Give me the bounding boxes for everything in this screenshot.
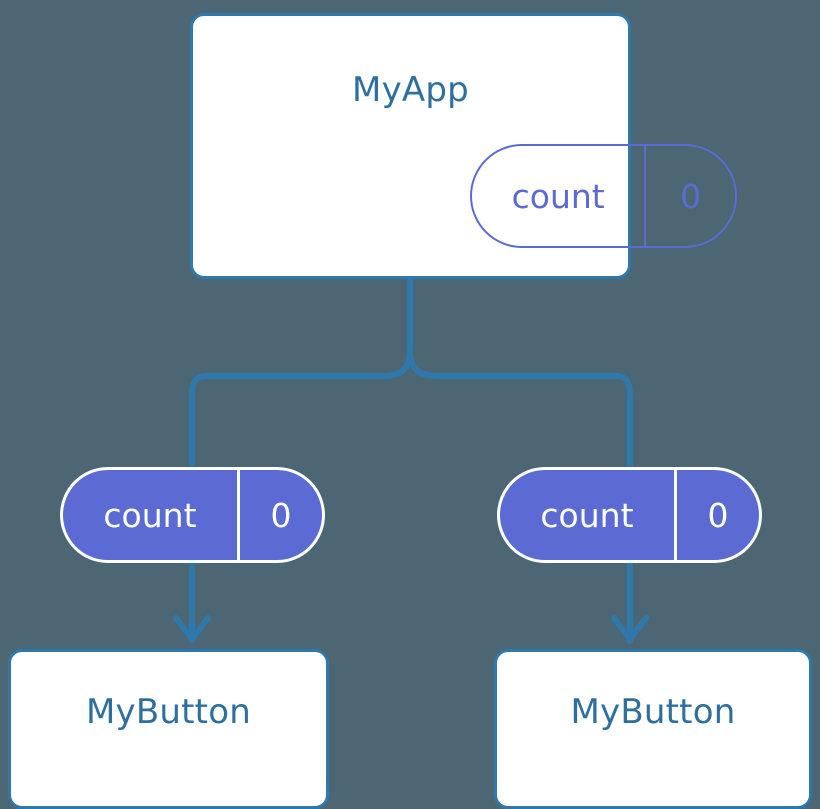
component-node-myapp[interactable]: MyApp count 0 <box>190 13 737 279</box>
edge-branch-left <box>189 347 413 473</box>
state-pill-left[interactable]: count 0 <box>60 467 325 563</box>
edge-branch-right <box>407 347 633 473</box>
arrowhead-left <box>173 615 211 642</box>
state-value-label: 0 <box>673 470 759 560</box>
component-title-mybutton: MyButton <box>86 692 251 732</box>
component-node-mybutton-left[interactable]: MyButton <box>8 649 329 809</box>
state-key-label: count <box>511 176 605 216</box>
state-key-label: count <box>103 495 197 535</box>
state-value-label: 0 <box>236 470 322 560</box>
component-title-myapp: MyApp <box>352 70 469 110</box>
state-value-label: 0 <box>644 146 735 246</box>
component-title-mybutton: MyButton <box>570 692 736 732</box>
state-key-label: count <box>540 495 634 535</box>
diagram-canvas: MyApp count 0 count 0 count 0 MyButton M… <box>8 13 812 809</box>
component-node-mybutton-right[interactable]: MyButton <box>494 649 812 809</box>
state-pill-right[interactable]: count 0 <box>497 467 762 563</box>
state-pill-myapp[interactable]: count 0 <box>470 144 737 248</box>
arrowhead-right <box>611 615 649 642</box>
